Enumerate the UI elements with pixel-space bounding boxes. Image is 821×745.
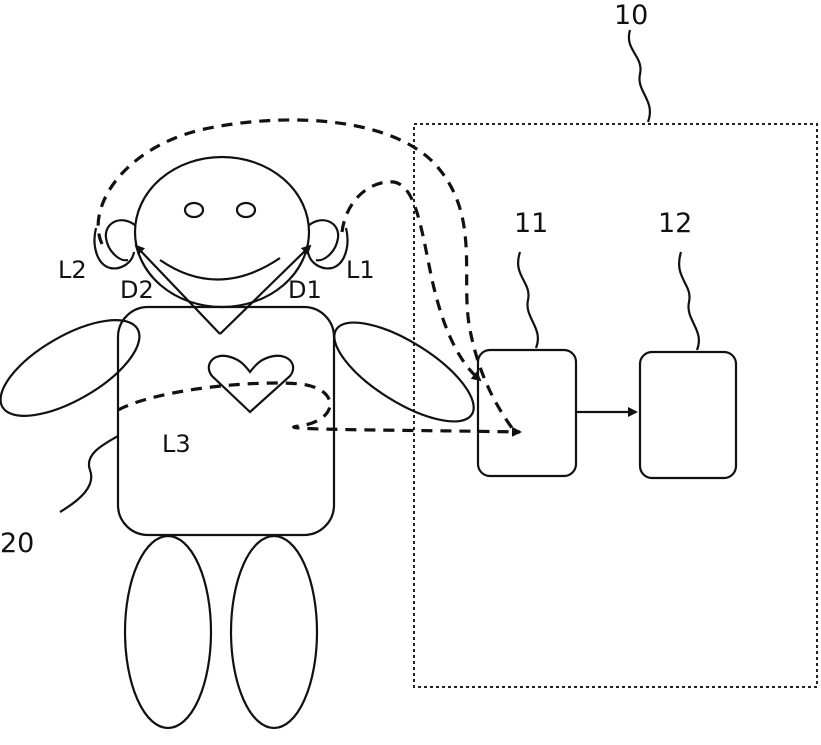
detector-d2-label: D2 <box>120 276 154 304</box>
head <box>135 157 309 307</box>
right-ear-sensor <box>308 220 338 260</box>
unit-12-leader-line <box>679 252 699 350</box>
torso <box>118 307 334 535</box>
unit-11-box <box>478 350 576 476</box>
unit-11-label: 11 <box>514 208 548 239</box>
system-leader-line <box>629 30 650 122</box>
unit-12-box <box>640 352 736 478</box>
subject-leader-line <box>60 436 118 512</box>
path-l1-label: L1 <box>346 256 375 284</box>
left-leg <box>125 536 211 728</box>
system-label: 10 <box>614 0 648 31</box>
path-l2-dashed <box>98 120 512 428</box>
left-arm <box>0 301 154 434</box>
smile <box>160 258 280 280</box>
right-ear-inner <box>308 228 347 268</box>
path-l3-dashed <box>118 383 520 432</box>
right-arm <box>320 304 487 440</box>
path-l2-label: L2 <box>58 256 87 284</box>
subject-label: 20 <box>0 528 34 559</box>
left-eye <box>185 203 203 217</box>
left-ear-sensor <box>106 220 136 260</box>
unit-12-label: 12 <box>658 208 692 239</box>
detector-d1-label: D1 <box>288 276 322 304</box>
unit-11-leader-line <box>518 252 538 348</box>
path-l3-label: L3 <box>162 430 191 458</box>
right-eye <box>237 203 255 217</box>
right-leg <box>231 536 317 728</box>
